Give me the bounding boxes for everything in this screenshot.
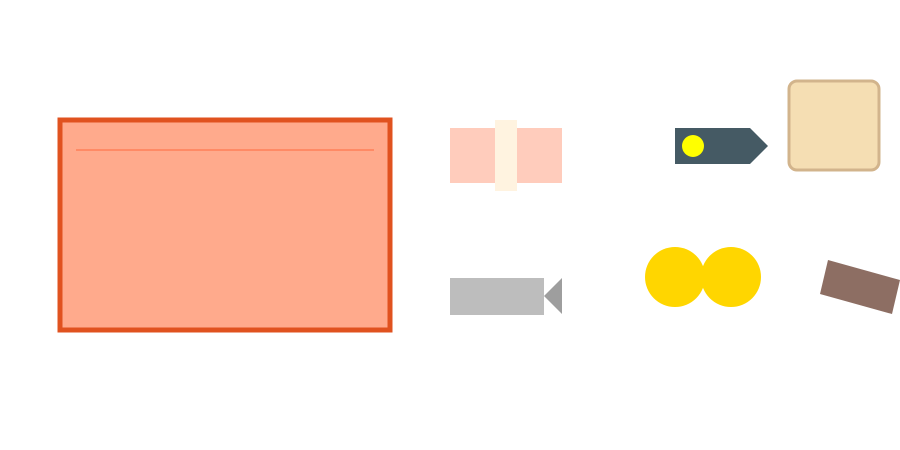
bandage-band — [495, 120, 517, 191]
tag-dot — [682, 135, 704, 157]
note-square — [787, 79, 881, 172]
pair-circle-left — [645, 247, 705, 307]
bandage-shape — [450, 120, 562, 191]
panel-body — [57, 117, 393, 333]
circle-pair — [645, 247, 761, 307]
pointer-tip — [544, 278, 562, 314]
pointer-body — [450, 278, 544, 315]
framed-panel — [57, 117, 393, 333]
pointer-shape — [450, 278, 562, 315]
pair-circle-right — [701, 247, 761, 307]
tag-shape — [675, 128, 768, 164]
tilted-slab — [820, 260, 900, 314]
